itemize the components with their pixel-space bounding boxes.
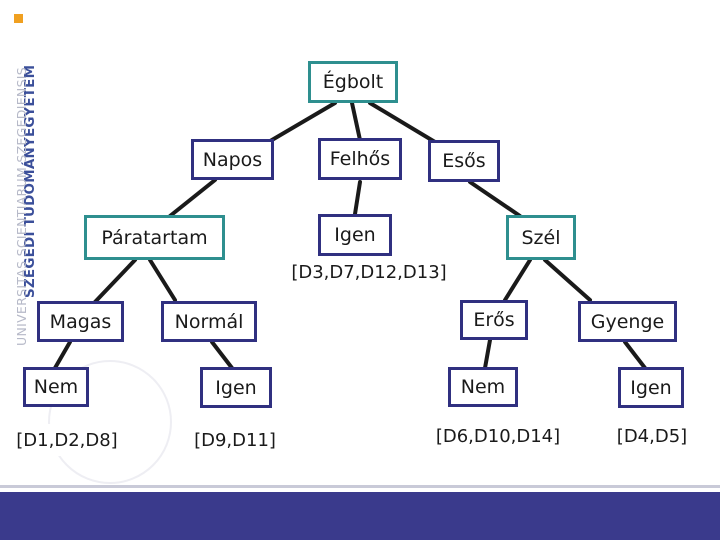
edge-normal-igen — [210, 340, 234, 370]
node-felhos: Felhős — [318, 138, 402, 180]
node-normal: Normál — [161, 301, 257, 342]
edge-paratartam-normal — [148, 258, 177, 302]
university-logo-icon — [14, 14, 23, 23]
edge-egbolt-esos — [368, 101, 442, 147]
footer-divider — [0, 485, 720, 488]
node-paratartam: Páratartam — [84, 215, 225, 260]
edge-szel-eros — [503, 258, 532, 302]
node-nem-magas: Nem — [23, 367, 89, 407]
node-igen-felhos: Igen — [318, 214, 392, 256]
university-seal-watermark-icon — [48, 360, 172, 484]
node-d-eros: [D6,D10,D14] — [418, 420, 578, 452]
university-sidebar: SZEGEDI TUDOMÁNYEGYETEM UNIVERSITAS SCIE… — [0, 0, 48, 490]
node-d-felhos: [D3,D7,D12,D13] — [270, 257, 468, 287]
node-szel: Szél — [506, 215, 576, 260]
edge-gyenge-igen — [623, 340, 647, 370]
footer-bar — [0, 492, 720, 540]
edge-esos-szel — [468, 180, 522, 218]
edge-eros-nem — [483, 338, 492, 370]
node-d-gyenge: [D4,D5] — [604, 420, 700, 452]
edge-szel-gyenge — [543, 258, 592, 302]
node-d-normal: [D9,D11] — [180, 424, 290, 456]
edge-napos-paratartam — [168, 178, 217, 218]
node-d-magas: [D1,D2,D8] — [2, 424, 132, 456]
edge-felhos-igen — [353, 180, 362, 216]
node-esos: Esős — [428, 140, 500, 182]
node-gyenge: Gyenge — [578, 301, 677, 342]
node-magas: Magas — [37, 301, 124, 342]
node-igen-normal: Igen — [200, 367, 272, 408]
node-nem-eros: Nem — [448, 367, 518, 407]
edge-magas-nem — [53, 340, 72, 370]
node-egbolt: Égbolt — [308, 61, 398, 103]
edge-egbolt-felhos — [350, 101, 362, 142]
node-napos: Napos — [191, 139, 274, 180]
node-eros: Erős — [460, 300, 528, 340]
edge-paratartam-magas — [93, 258, 137, 304]
node-igen-gyenge: Igen — [618, 367, 684, 408]
